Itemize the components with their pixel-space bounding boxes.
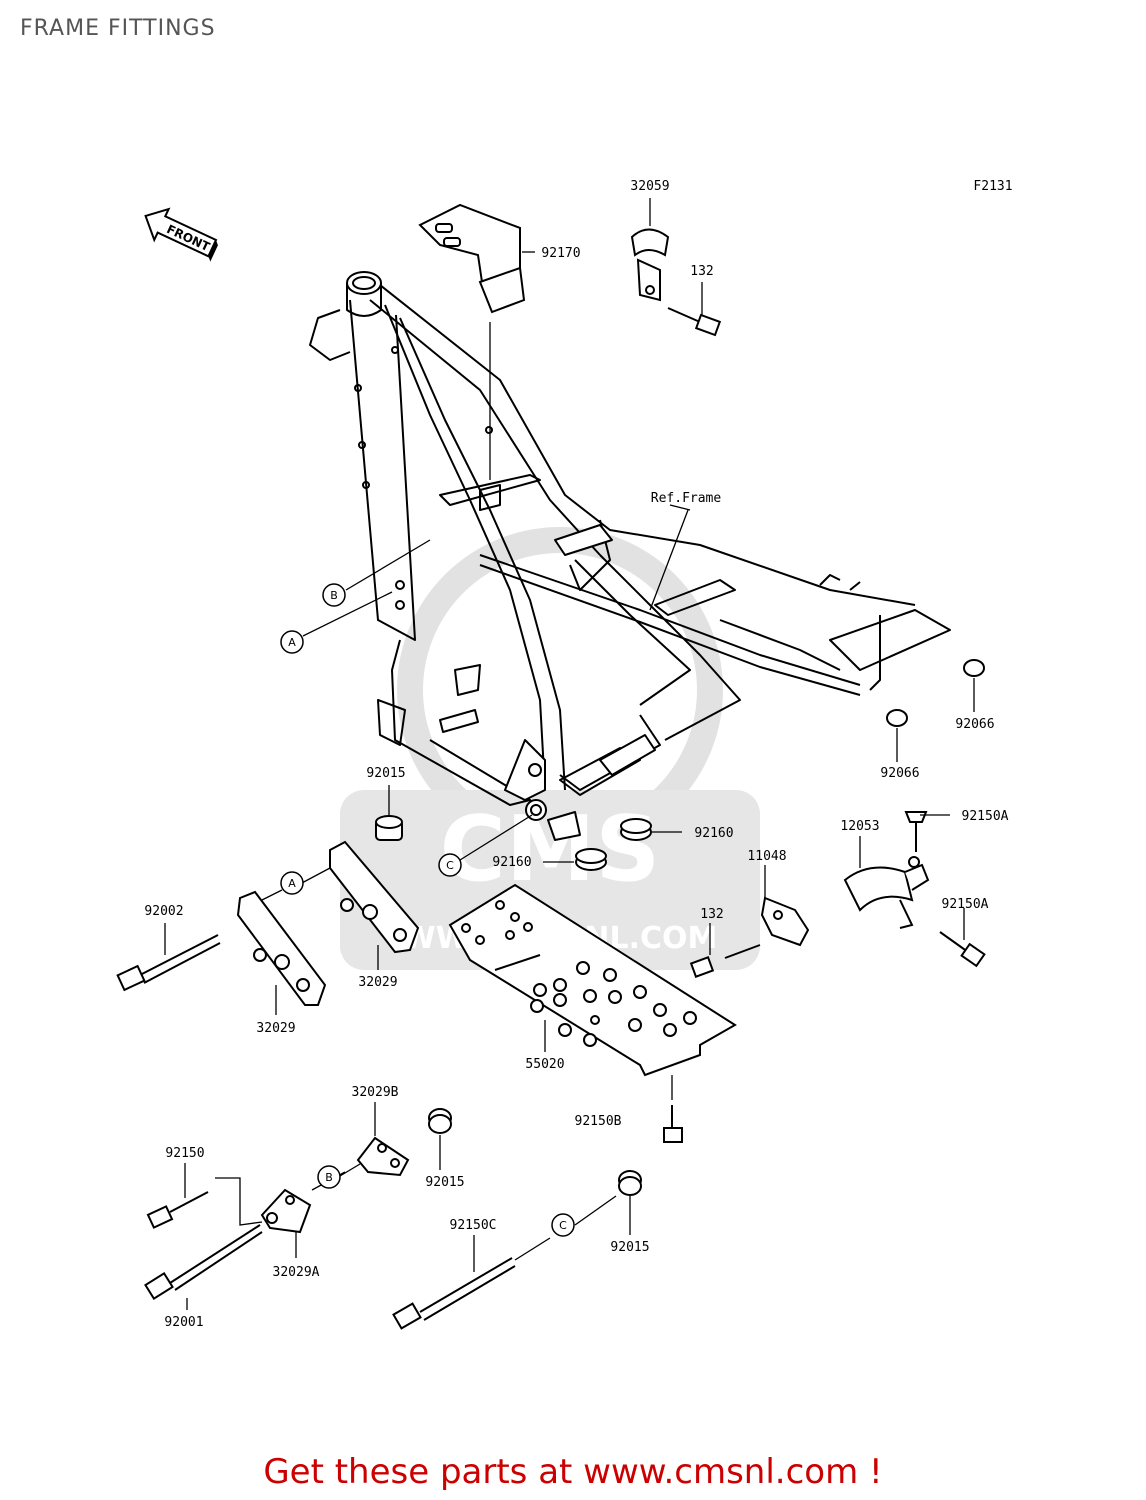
part-92160-cap: [575, 848, 607, 871]
watermark-logo: CMS: [440, 797, 660, 902]
part-92015-collar: [375, 815, 403, 841]
callout-C: C: [551, 1213, 575, 1237]
part-32029-plate: [236, 890, 327, 1006]
figure-code: F2131: [973, 179, 1012, 194]
part-11048-bracket: [760, 896, 810, 947]
exploded-parts-diagram: CMS WWW.CMSNL.COM FRONT: [116, 179, 1013, 1330]
svg-text:B: B: [330, 589, 338, 602]
callout-B: B: [322, 583, 346, 607]
part-label-92150C: 92150C: [450, 1218, 497, 1233]
part-label-92160: 92160: [492, 855, 531, 870]
part-label-92015: 92015: [366, 766, 405, 781]
part-label-92066: 92066: [880, 766, 919, 781]
part-label-92015: 92015: [425, 1175, 464, 1190]
part-label-92170: 92170: [541, 246, 580, 261]
ref-frame-label: Ref.Frame: [651, 491, 722, 506]
page-title: FRAME FITTINGS: [20, 16, 216, 41]
part-132-bolt: [667, 307, 722, 337]
part-32059-clamp: [630, 228, 670, 302]
part-132-bolt: [689, 944, 761, 978]
part-label-92150B: 92150B: [575, 1114, 622, 1129]
part-label-55020: 55020: [525, 1057, 564, 1072]
part-label-92150: 92150: [165, 1146, 204, 1161]
part-label-11048: 11048: [747, 849, 786, 864]
svg-text:A: A: [288, 877, 296, 890]
part-55020-skid-plate: [448, 883, 737, 1077]
part-92066-cap: [963, 659, 985, 677]
part-32029A-plate: [260, 1188, 312, 1234]
callout-C: C: [438, 853, 462, 877]
part-label-32029: 32029: [358, 975, 397, 990]
part-92160-cap: [620, 818, 652, 841]
part-label-12053: 12053: [840, 819, 879, 834]
part-label-132: 132: [700, 907, 723, 922]
part-label-92150A: 92150A: [962, 809, 1009, 824]
part-label-92001: 92001: [164, 1315, 203, 1330]
callout-A: A: [280, 871, 304, 895]
part-92150B-bolt: [663, 1105, 683, 1143]
part-label-92066: 92066: [955, 717, 994, 732]
part-label-132: 132: [690, 264, 713, 279]
part-label-32029: 32029: [256, 1021, 295, 1036]
part-label-32059: 32059: [630, 179, 669, 194]
svg-text:C: C: [559, 1219, 567, 1232]
part-label-92150A: 92150A: [942, 897, 989, 912]
part-32029B-plate: [356, 1136, 410, 1177]
svg-text:B: B: [325, 1171, 333, 1184]
part-92170-bracket: [418, 203, 526, 314]
footer-link[interactable]: Get these parts at www.cmsnl.com !: [263, 1452, 883, 1492]
svg-text:A: A: [288, 636, 296, 649]
part-label-32029B: 32029B: [352, 1085, 399, 1100]
part-92150A-bolt: [939, 931, 986, 968]
part-label-32029A: 32029A: [273, 1265, 320, 1280]
part-92015-collar: [618, 1170, 642, 1196]
part-92150A-bolt: [904, 811, 928, 852]
motorcycle-frame: [309, 271, 951, 841]
part-label-92015: 92015: [610, 1240, 649, 1255]
svg-text:C: C: [446, 859, 454, 872]
part-92001-bolt: [144, 1224, 263, 1300]
part-92150C-bolt: [392, 1257, 516, 1330]
part-92066-cap: [886, 709, 908, 727]
callout-A: A: [280, 630, 304, 654]
part-92015-collar: [428, 1108, 452, 1134]
part-12053-bracket: [843, 856, 930, 929]
part-92002-bolt: [116, 934, 221, 992]
part-label-92002: 92002: [144, 904, 183, 919]
front-arrow-icon: FRONT: [144, 207, 218, 262]
part-label-92160: 92160: [694, 826, 733, 841]
callout-B: B: [317, 1165, 341, 1189]
part-92150-bolt: [146, 1191, 209, 1229]
